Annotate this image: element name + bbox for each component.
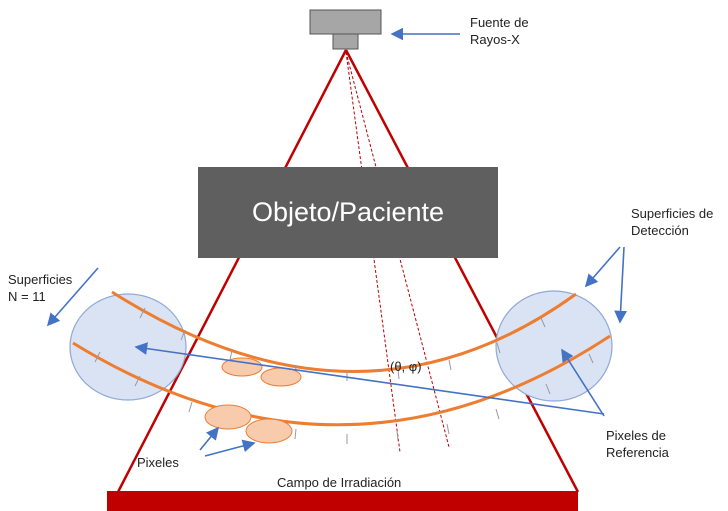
source-label-line1: Fuente de [470,15,529,30]
irradiation-field-label: Campo de Irradiación [277,475,402,490]
detection-surfaces-label: Superficies de Detección [631,205,713,239]
surface-circle-left [69,293,187,401]
surfaces-label-line2: N = 11 [8,289,46,304]
beam-left-edge [116,49,348,493]
surface-circle-right [495,290,613,402]
source-label: Fuente de Rayos-X [470,14,529,48]
reference-pixels-label: Pixeles de Referencia [606,427,669,461]
xray-source-icon [309,9,382,50]
annotation-arrows [46,27,627,457]
ref-label-line1: Pixeles de [606,428,666,443]
angle-label: (θ, φ) [390,359,422,374]
surfaces-label-line1: Superficies [8,272,73,287]
irradiation-field-bar [107,491,578,511]
ref-label-line2: Referencia [606,445,669,460]
ray-dashed-2 [345,51,450,448]
pixel-ellipses [204,357,302,444]
pixels-label: Pixeles [137,455,179,470]
beam-right-edge [344,49,580,493]
detector-arc-upper [111,290,577,373]
detection-label-line1: Superficies de [631,206,714,221]
object-patient-label: Objeto/Paciente [251,197,445,227]
surfaces-label: Superficies N = 11 [8,271,72,305]
detector-ticks [94,307,594,444]
object-patient-box: Objeto/Paciente [198,167,498,258]
detector-arc-lower [72,334,611,427]
source-label-line2: Rayos-X [470,32,520,47]
detection-label-line2: Detección [631,223,689,238]
